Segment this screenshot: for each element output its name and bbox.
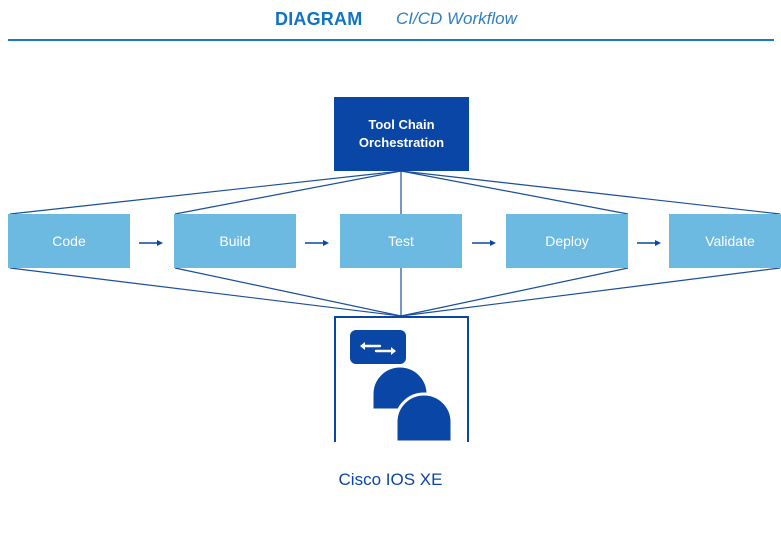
diagram-type-label: DIAGRAM: [275, 9, 363, 29]
connector-deploy-device: [400, 267, 629, 317]
orchestration-line-2: Orchestration: [358, 135, 445, 150]
device-label: Cisco IOS XE: [338, 470, 443, 489]
stage-build: Build: [174, 214, 296, 268]
arrow-right-icon: [139, 240, 163, 246]
connector-code-device: [9, 267, 402, 317]
stage-code: Code: [8, 214, 130, 268]
orchestration-line-1: Tool Chain: [368, 117, 435, 132]
diagram-title: CI/CD Workflow: [396, 9, 517, 28]
stage-validate: Validate: [669, 214, 781, 268]
connector-orch-validate: [400, 170, 781, 215]
diagram-header: DIAGRAM CI/CD Workflow: [0, 0, 781, 42]
arrow-right-icon: [637, 240, 661, 246]
arrow-right-icon: [305, 240, 329, 246]
arrow-right-icon: [472, 240, 496, 246]
router-stack-icon: [350, 330, 454, 444]
connector-validate-device: [400, 267, 781, 317]
connector-orch-deploy: [400, 170, 629, 215]
stage-deploy: Deploy: [506, 214, 628, 268]
connector-build-device: [174, 267, 402, 317]
stage-test: Test: [340, 214, 462, 268]
connector-orch-build: [174, 170, 402, 215]
tool-chain-orchestration-node: Tool Chain Orchestration: [334, 97, 469, 171]
device-node: [334, 316, 469, 444]
header-divider: [8, 39, 774, 41]
connector-orch-code: [9, 170, 402, 215]
